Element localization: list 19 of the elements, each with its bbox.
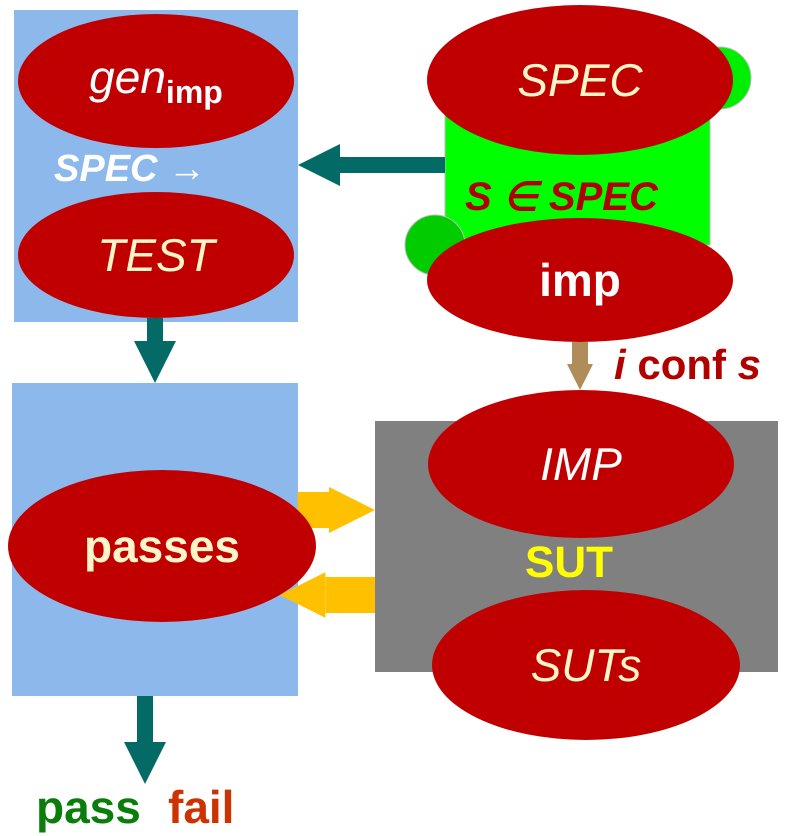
node-label: TEST: [97, 232, 215, 278]
process-box: [14, 10, 298, 322]
arrow: [280, 572, 375, 618]
arrow: [298, 144, 445, 186]
arrow: [134, 318, 176, 383]
arrow: [298, 487, 375, 533]
node-label: SUTs: [530, 642, 642, 688]
node-label: SUT: [525, 541, 613, 585]
node-label: IMP: [540, 441, 622, 487]
arrow: [124, 696, 166, 784]
node-label: passes: [84, 523, 240, 569]
node-label: SPEC →: [54, 150, 206, 188]
verdict-label: fail: [168, 784, 234, 830]
arrow: [567, 342, 593, 390]
node-label: imp: [539, 257, 621, 303]
node-label: SPEC: [517, 57, 643, 103]
verdict-label: pass: [36, 784, 141, 830]
node-label: S ∈ SPEC: [465, 177, 658, 217]
node-label: gen$_{imp}$: [89, 54, 223, 108]
